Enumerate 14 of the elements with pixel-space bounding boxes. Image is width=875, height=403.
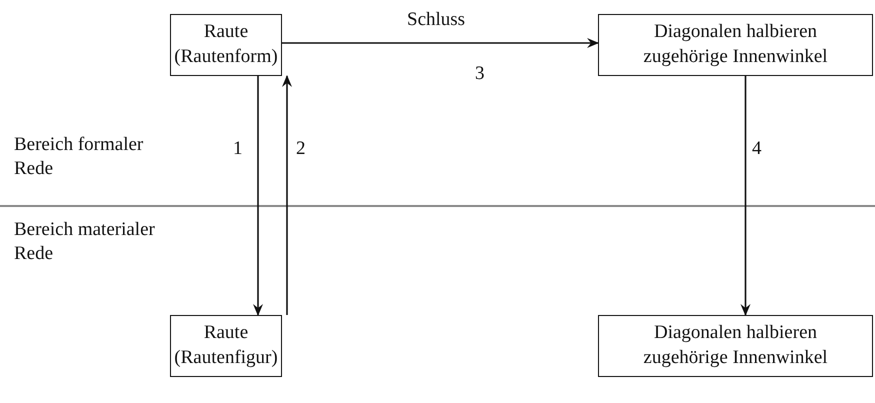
area-label: Bereich materialer Rede — [14, 218, 156, 266]
arrow — [282, 38, 599, 48]
statement-box: Diagonalen halbieren zugehörige Innenwinkel — [598, 315, 873, 377]
step-number: 2 — [296, 137, 306, 161]
statement-box: Diagonalen halbieren zugehörige Innenwinkel — [598, 14, 873, 76]
step-number: 1 — [233, 137, 242, 161]
area-label: Bereich formaler Rede — [14, 133, 144, 180]
arrow — [253, 76, 263, 316]
statement-box: Raute (Rautenform) — [170, 14, 282, 76]
statement-box: Raute (Rautenfigur) — [170, 315, 282, 377]
step-number: 3 — [475, 62, 484, 86]
arrow — [282, 75, 292, 315]
step-number: 4 — [752, 137, 762, 161]
arrow — [740, 76, 750, 316]
